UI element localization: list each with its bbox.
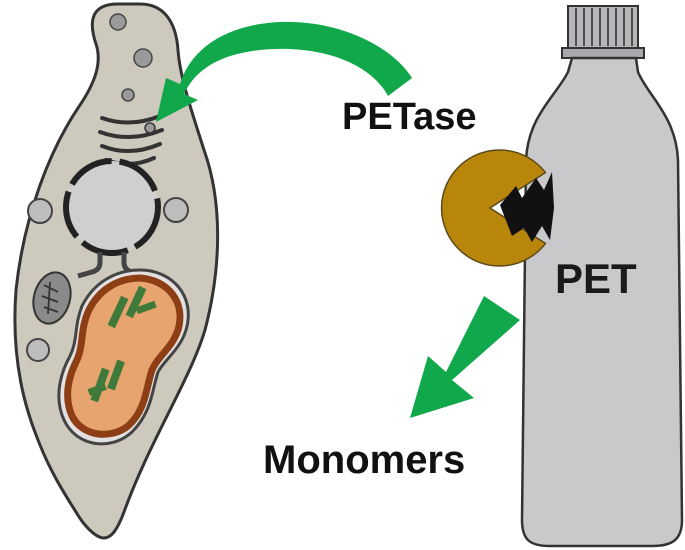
curved-arrow-icon bbox=[156, 21, 412, 122]
vesicle bbox=[26, 338, 50, 362]
chloroplast bbox=[57, 268, 190, 446]
thylakoid bbox=[87, 285, 157, 403]
golgi-vesicle bbox=[144, 122, 156, 134]
plastic-bottle-icon bbox=[520, 5, 684, 548]
enzyme-label: PETase bbox=[342, 96, 477, 138]
product-label: Monomers bbox=[263, 438, 466, 482]
vesicle bbox=[109, 13, 127, 31]
vacuole bbox=[163, 197, 189, 223]
bottle-cap bbox=[567, 5, 639, 49]
bite-teeth bbox=[500, 172, 554, 242]
vesicle bbox=[133, 48, 153, 68]
mitochondrion bbox=[32, 271, 72, 325]
bottle-body bbox=[520, 56, 684, 548]
down-left-arrow-icon bbox=[410, 296, 520, 418]
plastic-label: PET bbox=[555, 255, 637, 302]
nucleus bbox=[63, 158, 161, 256]
vesicle bbox=[121, 88, 135, 102]
cell-icon bbox=[13, 2, 220, 540]
vacuole bbox=[27, 198, 53, 224]
pacman-enzyme-icon bbox=[440, 149, 554, 267]
